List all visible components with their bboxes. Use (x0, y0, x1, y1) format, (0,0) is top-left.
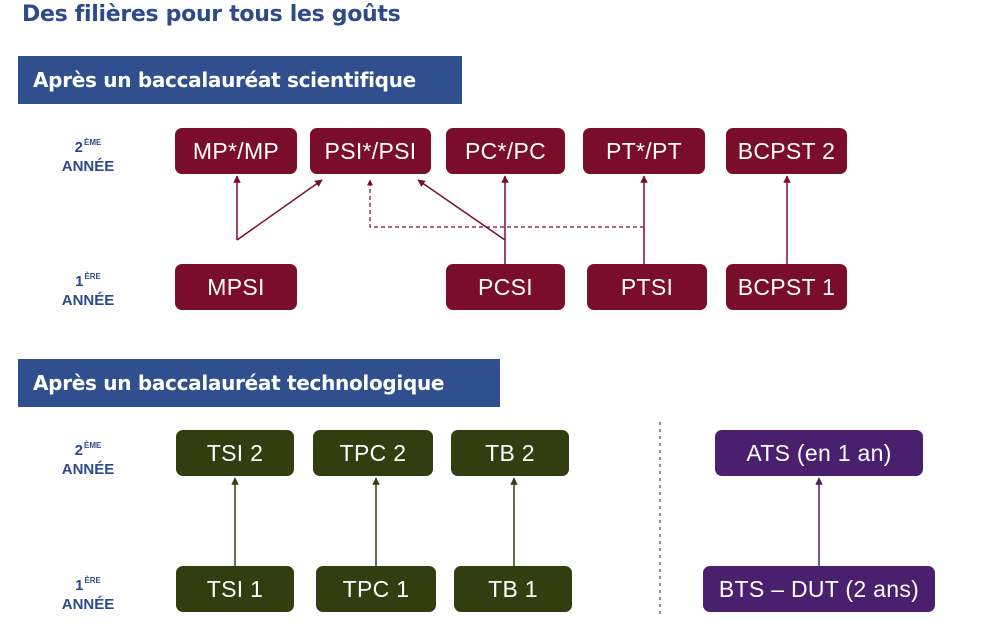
box-tpc2: TPC 2 (313, 430, 433, 476)
box-bcpst2: BCPST 2 (726, 128, 847, 174)
box-pc-star-pc: PC*/PC (446, 128, 565, 174)
box-tsi2: TSI 2 (176, 430, 294, 476)
year-label-first-technological: 1ÈRE ANNÉE (61, 576, 115, 613)
box-bts-dut: BTS – DUT (2 ans) (703, 566, 935, 612)
year-label-first-scientific: 1ÈRE ANNÉE (61, 272, 115, 309)
year-label-second-scientific: 2ÈME ANNÉE (61, 138, 115, 175)
box-mp-star-mp: MP*/MP (175, 128, 297, 174)
box-tb1: TB 1 (454, 566, 572, 612)
box-psi-star-psi: PSI*/PSI (310, 128, 431, 174)
box-ats: ATS (en 1 an) (715, 430, 923, 476)
section-header-scientific: Après un baccalauréat scientifique (18, 56, 462, 104)
box-bcpst1: BCPST 1 (726, 264, 847, 310)
box-tsi1: TSI 1 (176, 566, 294, 612)
arrow-ptsi-to-psi-dashed (367, 179, 644, 228)
box-pcsi: PCSI (446, 264, 565, 310)
page-title: Des filières pour tous les goûts (22, 2, 401, 27)
box-ptsi: PTSI (587, 264, 707, 310)
arrow-mpsi-to-psi (236, 179, 323, 241)
box-mpsi: MPSI (175, 264, 297, 310)
box-tb2: TB 2 (451, 430, 569, 476)
section-header-technological: Après un baccalauréat technologique (18, 359, 500, 407)
year-label-second-technological: 2ÈME ANNÉE (61, 441, 115, 478)
arrow-pcsi-to-psi (417, 179, 506, 241)
box-pt-star-pt: PT*/PT (583, 128, 705, 174)
box-tpc1: TPC 1 (316, 566, 436, 612)
